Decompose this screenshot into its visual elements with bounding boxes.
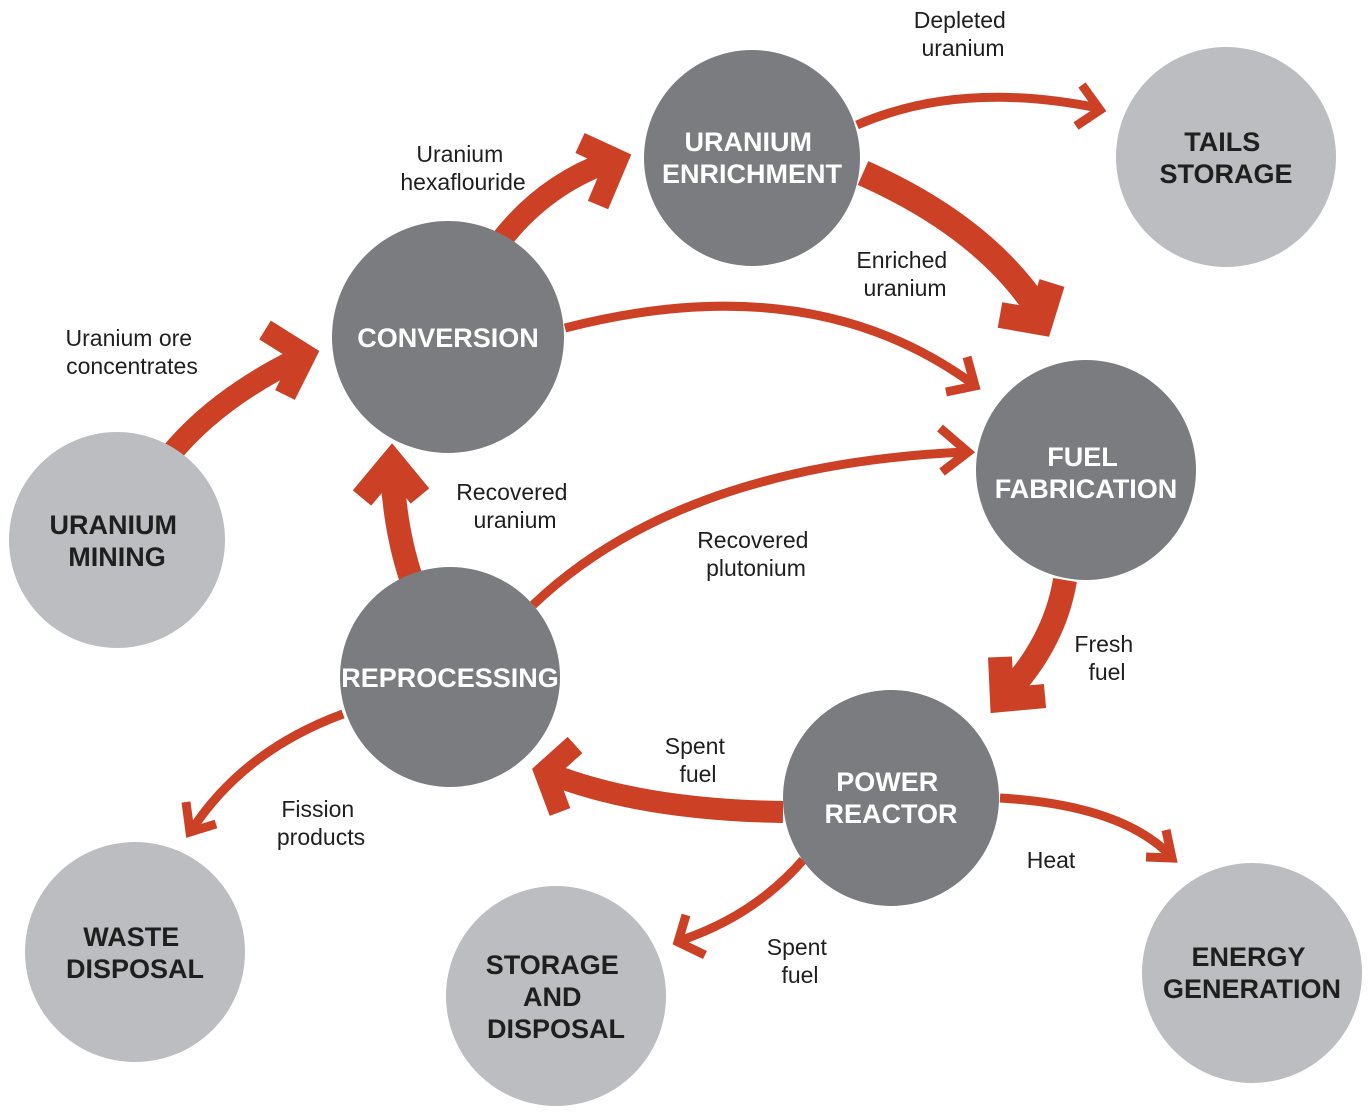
node-uranium-enrichment: URANIUM ENRICHMENT xyxy=(644,50,860,266)
node-uranium-mining: URANIUM MINING xyxy=(9,432,225,648)
edge-label-fission-products: Fission products xyxy=(277,796,365,850)
node-conversion: CONVERSION xyxy=(332,221,564,453)
edge-label-depleted-uranium: Depleted uranium xyxy=(914,7,1012,61)
node-energy-generation: ENERGY GENERATION xyxy=(1142,863,1362,1083)
node-circle xyxy=(25,842,245,1062)
node-waste-disposal: WASTE DISPOSAL xyxy=(25,842,245,1062)
node-power-reactor: POWER REACTOR xyxy=(783,690,999,906)
node-label-line: AND xyxy=(523,982,582,1012)
svg-text:ENERGY GENERATION: ENERGY GENERATION xyxy=(1163,942,1341,1004)
node-label-line: DISPOSAL xyxy=(487,1014,625,1044)
edge-label-spent-fuel-storage: Spent fuel xyxy=(767,934,834,988)
arrow-uranium-hexaflouride xyxy=(494,133,632,245)
node-circle xyxy=(1116,47,1336,267)
svg-text:STORAGE AND DISPOS: STORAGE AND DISPOSAL xyxy=(486,950,627,1044)
node-label-line: ENRICHMENT xyxy=(662,159,843,189)
node-circle xyxy=(9,432,225,648)
edge-label-enriched-uranium: Enriched uranium xyxy=(856,247,953,301)
edge-label-recovered-uranium: Recovered uranium xyxy=(456,479,574,533)
node-reprocessing: REPROCESSING xyxy=(340,567,560,787)
svg-text:TAILS STORAGE: TAILS STORAGE xyxy=(1159,127,1292,189)
arrow-spent-fuel-to-reprocessing xyxy=(532,736,784,823)
node-circle xyxy=(446,886,666,1106)
arrow-recovered-plutonium xyxy=(529,424,976,609)
node-circle xyxy=(340,567,560,787)
edge-label-spent-fuel-reprocessing: Spent fuel xyxy=(665,733,732,787)
node-circle xyxy=(332,221,564,453)
node-label-line: URANIUM xyxy=(684,127,812,157)
node-label-line: MINING xyxy=(68,542,166,572)
node-label-line: STORAGE xyxy=(1159,159,1292,189)
flow-arrows xyxy=(161,82,1178,960)
arrow-heat xyxy=(999,793,1178,863)
arrow-fission-products xyxy=(181,709,345,838)
node-label-line: TAILS xyxy=(1184,127,1260,157)
node-label-line: GENERATION xyxy=(1163,974,1341,1004)
node-label-line: URANIUM xyxy=(49,510,177,540)
edge-label-uranium-hexaflouride: Uranium hexaflouride xyxy=(400,141,525,195)
svg-text:WASTE DISPOSAL: WASTE DISPOSAL xyxy=(66,922,204,984)
node-circle xyxy=(976,360,1196,580)
node-label-line: STORAGE xyxy=(486,950,619,980)
svg-text:REPROCESSING: REPROCESSING xyxy=(341,663,559,693)
edge-label-recovered-plutonium: Recovered plutonium xyxy=(697,527,815,581)
node-label-line: CONVERSION xyxy=(357,323,539,353)
svg-text:URANIUM ENRICHMENT: URANIUM ENRICHMENT xyxy=(662,127,843,189)
arrow-recovered-uranium xyxy=(352,443,430,582)
node-label-line: DISPOSAL xyxy=(66,954,204,984)
node-circle xyxy=(1142,863,1362,1083)
node-storage-and-disposal: STORAGE AND DISPOSAL xyxy=(446,886,666,1106)
edge-label-fresh-fuel: Fresh fuel xyxy=(1074,631,1139,685)
arrow-depleted-uranium xyxy=(855,82,1107,130)
node-label-line: ENERGY xyxy=(1191,942,1305,972)
arrow-spent-fuel-to-storage xyxy=(672,857,807,960)
arrow-enriched-uranium xyxy=(857,161,1065,337)
svg-text:POWER REACTOR: POWER REACTOR xyxy=(824,767,957,829)
node-label-line: WASTE xyxy=(83,922,179,952)
svg-text:CONVERSION: CONVERSION xyxy=(357,323,539,353)
node-label-line: FUEL xyxy=(1047,442,1117,472)
edge-label-ore-concentrates: Uranium ore concentrates xyxy=(66,325,199,379)
node-fuel-fabrication: FUEL FABRICATION xyxy=(976,360,1196,580)
node-label-line: REACTOR xyxy=(824,799,957,829)
edge-label-heat: Heat xyxy=(1027,847,1076,873)
node-label-line: REPROCESSING xyxy=(341,663,559,693)
svg-text:FUEL FABRICATION: FUEL FABRICATION xyxy=(995,442,1178,504)
node-circle xyxy=(644,50,860,266)
arrow-conversion-to-fabrication xyxy=(563,301,981,397)
arrow-fresh-fuel xyxy=(988,577,1077,714)
node-label-line: POWER xyxy=(836,767,938,797)
node-tails-storage: TAILS STORAGE xyxy=(1116,47,1336,267)
svg-text:URANIUM MINING: URANIUM MINING xyxy=(49,510,184,572)
edge-labels: Uranium ore concentrates Uranium hexaflo… xyxy=(66,7,1139,988)
node-circle xyxy=(783,690,999,906)
node-label-line: FABRICATION xyxy=(995,474,1178,504)
arrow-ore-concentrates xyxy=(161,320,320,463)
